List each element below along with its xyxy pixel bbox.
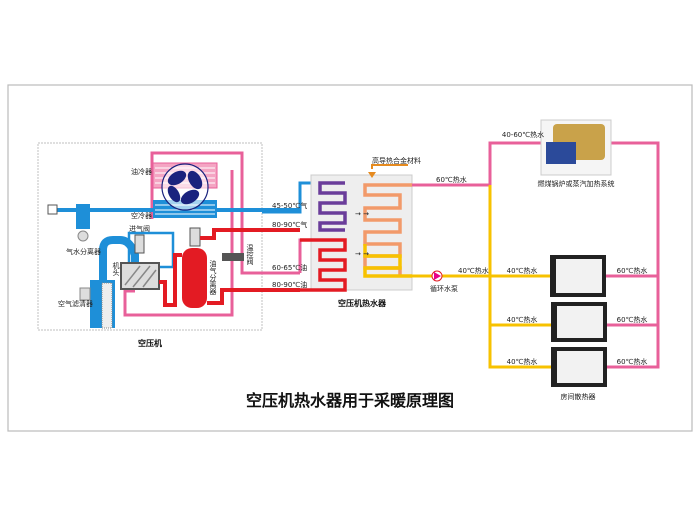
hot-oil-pipe [207, 288, 300, 305]
boiler-label: 燃煤锅炉或蒸汽加热系统 [538, 179, 615, 188]
label-temp-valve: 温控阀 [246, 243, 254, 266]
diagram-title: 空压机热水器用于采暖原理图 [246, 391, 454, 410]
label-oil-60: 60-65℃油 [272, 263, 307, 272]
heater-label: 空压机热水器 [338, 298, 387, 308]
label-radiator-3-out: 60℃热水 [617, 357, 648, 366]
air-end-rotor [124, 265, 157, 288]
label-radiator-1-out: 60℃热水 [617, 266, 648, 275]
intake-valve [134, 234, 145, 254]
air-end [120, 262, 160, 290]
pump-arrow-icon [434, 272, 441, 280]
filter-element [101, 282, 113, 329]
compressed-air-pipe [159, 253, 182, 307]
label-boiler-water: 40-60℃热水 [502, 130, 544, 139]
outlet-valve-icon [47, 204, 58, 215]
fan-icon [161, 163, 209, 211]
compressor: 油冷器 空冷器 气水分离器 进气阀 机头 空气滤清器 油气分离器 温控阀 空压机 [37, 142, 300, 348]
label-intake-valve: 进气阀 [129, 224, 150, 233]
label-radiator-2-out: 60℃热水 [617, 315, 648, 324]
boiler-base [546, 142, 576, 164]
water-coil [363, 183, 412, 276]
material-pointer [371, 164, 408, 169]
label-oil-cooler: 油冷器 [131, 167, 152, 176]
intake-pipe [99, 236, 139, 325]
label-inlet-cold: 40℃热水 [458, 266, 489, 275]
label-oil-gas-separator: 油气分离器 [209, 259, 217, 296]
water-separator-drain-icon [77, 230, 89, 242]
label-radiator-3-in: 40℃热水 [507, 357, 538, 366]
label-pump: 循环水泵 [430, 284, 458, 293]
radiator [551, 302, 607, 342]
compressor-label: 空压机 [138, 338, 162, 348]
oil-pipe [123, 151, 300, 317]
hot-water-pipe [412, 141, 660, 369]
material-arrow-icon [368, 172, 376, 178]
label-outlet-hot: 60℃热水 [436, 175, 467, 184]
min-pressure-valve [189, 227, 201, 247]
label-radiator-2-in: 40℃热水 [507, 315, 538, 324]
oil-gas-separator [182, 248, 207, 308]
oil-coil [300, 238, 347, 292]
radiator [550, 255, 606, 297]
label-air-cooler: 空冷器 [131, 211, 152, 220]
heat-transfer-arrows: → → [355, 210, 369, 218]
label-material: 高导热合金材料 [372, 156, 421, 165]
label-air-80: 80-90℃气 [272, 220, 307, 229]
label-oil-80: 80-90℃油 [272, 280, 307, 289]
water-coil-cold [363, 244, 412, 278]
air-compressor-water-heater: → → → → 高导热合金材料 空压机热水器 [300, 156, 421, 308]
compressor-box [37, 142, 263, 331]
label-water-separator: 气水分离器 [66, 247, 101, 256]
radiators-label: 房间散热器 [561, 392, 596, 401]
heating-loop: 循环水泵 60℃热水 40℃热水 40-60℃热水 燃煤锅炉或蒸汽加热系统 40… [412, 119, 660, 401]
label-air-45: 45-50℃气 [272, 201, 307, 210]
temp-control-valve [222, 253, 244, 261]
label-air-end: 机头 [112, 261, 120, 277]
return-water-pipe [412, 185, 551, 369]
filter-inlet [79, 287, 91, 301]
label-radiator-1-in: 40℃热水 [507, 266, 538, 275]
radiator [551, 347, 607, 387]
water-separator [76, 204, 90, 229]
heat-transfer-arrows-2: → → [355, 250, 369, 258]
gas-coil [318, 181, 347, 232]
label-air-filter: 空气滤清器 [58, 299, 93, 308]
hot-air-pipe [200, 228, 300, 240]
